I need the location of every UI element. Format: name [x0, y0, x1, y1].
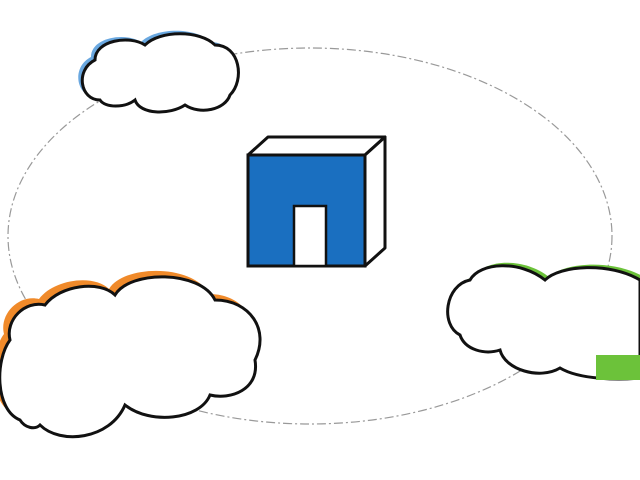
orbit-ellipse — [7, 47, 613, 425]
cloud-blue-icon — [78, 30, 240, 114]
cloud-orange-icon — [0, 270, 262, 439]
cloud-green-icon — [446, 262, 640, 381]
netapp-logo-icon — [246, 135, 387, 268]
